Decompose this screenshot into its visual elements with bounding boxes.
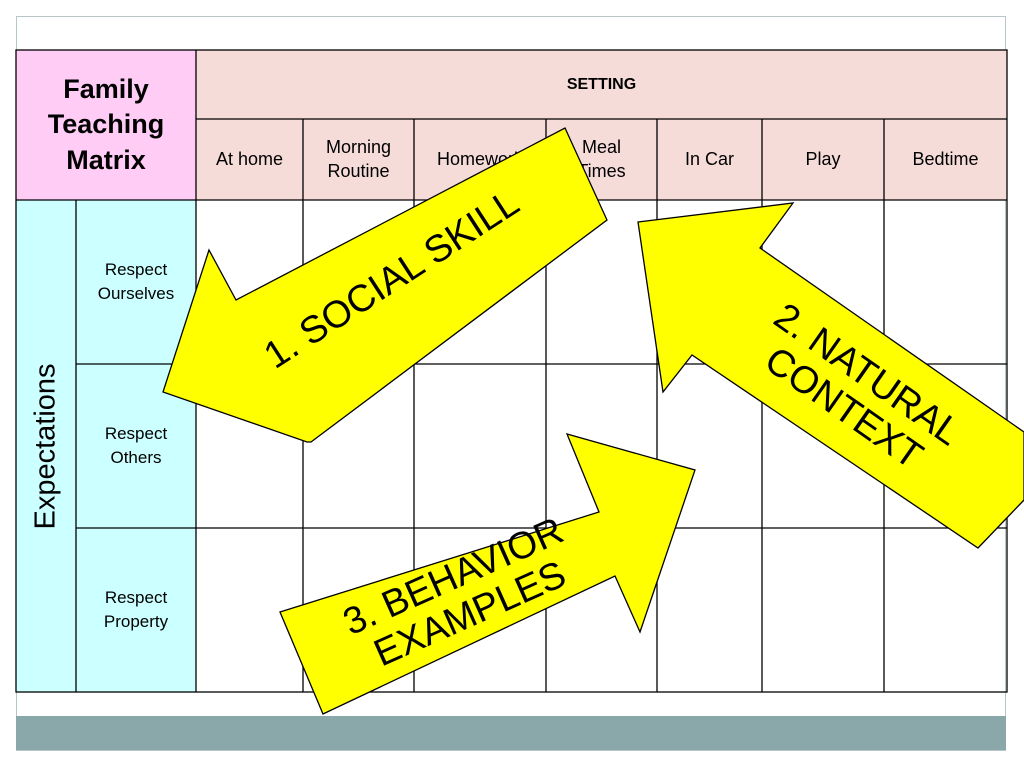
expectations-label: Expectations: [16, 200, 76, 692]
setting-at-home: At home: [196, 119, 303, 200]
matrix-title: Family Teaching Matrix: [16, 50, 196, 200]
row-respect-ourselves: Respect Ourselves: [76, 200, 196, 364]
arrow-natural-context-label: 2. NATURAL CONTEXT: [757, 295, 968, 477]
setting-meal-times: Meal Times: [546, 119, 657, 200]
setting-header: SETTING: [196, 50, 1007, 119]
arrow-social-skill-label: 1. SOCIAL SKILL: [256, 181, 527, 378]
setting-homework: Homework: [414, 119, 546, 200]
footer-band: [16, 716, 1006, 750]
setting-bedtime: Bedtime: [884, 119, 1007, 200]
setting-morning-routine: Morning Routine: [303, 119, 414, 200]
setting-in-car: In Car: [657, 119, 762, 200]
setting-play: Play: [762, 119, 884, 200]
row-respect-property: Respect Property: [76, 528, 196, 692]
row-respect-others: Respect Others: [76, 364, 196, 528]
arrow-behavior-examples-label: 3. BEHAVIOR EXAMPLES: [337, 510, 572, 675]
